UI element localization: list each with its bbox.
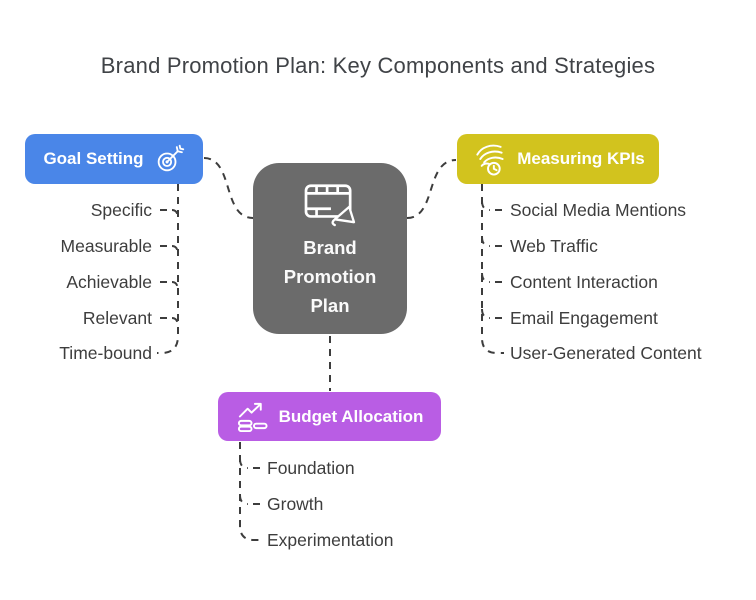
- item-time-bound[interactable]: Time-bound: [59, 343, 152, 363]
- edge-goal-to-center: [203, 157, 254, 219]
- branch-goal-setting[interactable]: Goal Setting: [25, 134, 203, 184]
- central-node[interactable]: Brand Promotion Plan: [253, 163, 407, 334]
- item-foundation[interactable]: Foundation: [267, 458, 355, 478]
- growth-chart-coins-icon: [237, 402, 268, 433]
- film-megaphone-icon: [304, 184, 356, 227]
- branch-measuring-kpis-label: Measuring KPIs: [517, 149, 645, 168]
- item-content-interaction[interactable]: Content Interaction: [510, 272, 658, 292]
- edge-center-to-kpi: [406, 159, 457, 219]
- item-achievable[interactable]: Achievable: [66, 272, 152, 292]
- item-social-media-mentions[interactable]: Social Media Mentions: [510, 200, 687, 220]
- trunk-kpi: [481, 184, 504, 354]
- branch-measuring-kpis[interactable]: Measuring KPIs: [457, 134, 659, 184]
- item-specific[interactable]: Specific: [90, 200, 152, 220]
- item-email-engagement[interactable]: Email Engagement: [510, 308, 658, 328]
- branch-budget-allocation[interactable]: Budget Allocation: [218, 392, 441, 441]
- trunk-budget: [239, 442, 260, 541]
- central-node-label: Brand Promotion Plan: [283, 237, 377, 316]
- branch-goal-setting-label: Goal Setting: [43, 149, 144, 168]
- wind-clock-icon: [476, 144, 504, 176]
- item-user-generated-content[interactable]: User-Generated Content: [510, 343, 702, 363]
- item-relevant[interactable]: Relevant: [82, 308, 152, 328]
- trunk-goal: [157, 184, 179, 354]
- dartboard-target-icon: [157, 144, 184, 171]
- item-growth[interactable]: Growth: [267, 494, 324, 514]
- diagram-title: Brand Promotion Plan: Key Components and…: [100, 53, 656, 78]
- item-web-traffic[interactable]: Web Traffic: [510, 236, 598, 256]
- item-experimentation[interactable]: Experimentation: [267, 530, 394, 550]
- item-measurable[interactable]: Measurable: [60, 236, 152, 256]
- branch-budget-allocation-label: Budget Allocation: [278, 406, 424, 426]
